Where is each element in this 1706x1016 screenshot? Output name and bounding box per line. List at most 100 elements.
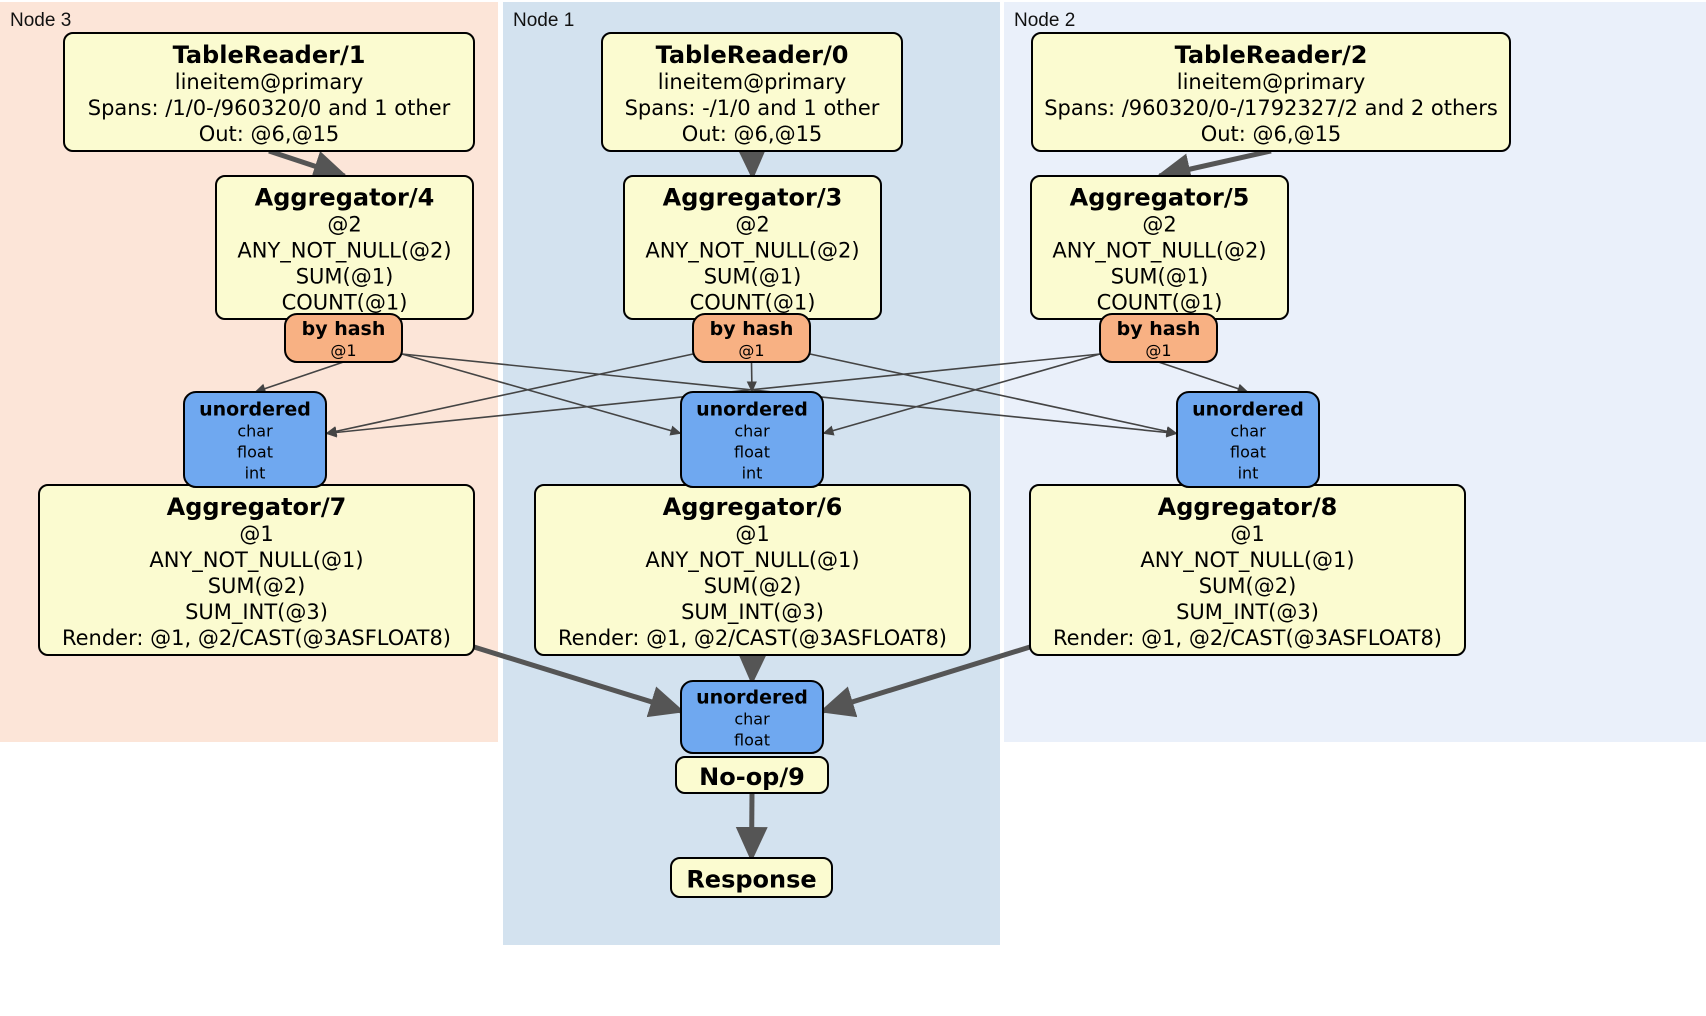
node-byhash3[interactable]: by hash@1 (692, 313, 811, 363)
node-title-response: Response (686, 866, 816, 894)
edge-byhash5-to-unordered6 (822, 353, 1101, 436)
edge-byhash3-to-unordered6 (746, 361, 757, 393)
node-title-tablereader0: TableReader/0 (656, 41, 849, 69)
node-title-aggregator5: Aggregator/5 (1070, 184, 1250, 212)
node-line-unordered6-0: char (734, 422, 770, 441)
node-line-unordered6-1: float (734, 443, 770, 462)
node-line-tablereader1-0: lineitem@primary (175, 70, 364, 94)
panel-label-node2: Node 2 (1014, 10, 1075, 31)
node-box-unordered8[interactable] (1176, 391, 1320, 488)
node-box-tablereader2[interactable] (1031, 32, 1511, 152)
node-title-unordered9: unordered (696, 687, 808, 709)
edge-byhash3-to-unordered7 (325, 353, 694, 437)
node-line-unordered7-2: int (245, 464, 266, 483)
node-line-aggregator7-2: SUM(@2) (208, 574, 306, 598)
node-line-tablereader2-0: lineitem@primary (1177, 70, 1366, 94)
node-line-aggregator6-0: @1 (735, 522, 769, 546)
node-title-byhash5: by hash (1117, 318, 1201, 340)
node-noop9[interactable]: No-op/9 (675, 756, 829, 794)
edge-tablereader1-to-aggregator4 (268, 148, 349, 182)
node-aggregator6[interactable]: Aggregator/6@1ANY_NOT_NULL(@1)SUM(@2)SUM… (534, 484, 971, 656)
node-line-byhash4-0: @1 (330, 341, 356, 360)
node-response[interactable]: Response (670, 857, 833, 898)
node-line-tablereader0-1: Spans: -/1/0 and 1 other (625, 96, 880, 120)
node-box-tablereader1[interactable] (63, 32, 475, 152)
node-aggregator7[interactable]: Aggregator/7@1ANY_NOT_NULL(@1)SUM(@2)SUM… (38, 484, 475, 656)
node-line-tablereader1-1: Spans: /1/0-/960320/0 and 1 other (88, 96, 451, 120)
node-byhash4[interactable]: by hash@1 (284, 313, 403, 363)
edge-byhash5-to-unordered8 (1158, 361, 1249, 394)
edge-aggregator7-to-unordered9 (473, 644, 685, 718)
node-line-aggregator8-0: @1 (1230, 522, 1264, 546)
edge-byhash4-to-unordered6 (401, 353, 682, 436)
node-line-aggregator4-1: ANY_NOT_NULL(@2) (237, 239, 451, 264)
node-title-unordered6: unordered (696, 399, 808, 421)
node-line-byhash3-0: @1 (738, 341, 764, 360)
node-box-tablereader0[interactable] (601, 32, 903, 152)
node-line-tablereader2-1: Spans: /960320/0-/1792327/2 and 2 others (1044, 96, 1498, 120)
edge-aggregator6-to-unordered9 (736, 649, 769, 685)
edge-tablereader0-to-aggregator3 (735, 144, 768, 180)
node-line-aggregator7-4: Render: @1, @2/CAST(@3ASFLOAT8) (62, 626, 451, 650)
node-line-aggregator7-0: @1 (239, 522, 273, 546)
node-line-aggregator6-3: SUM_INT(@3) (681, 600, 824, 625)
node-title-aggregator3: Aggregator/3 (663, 184, 843, 212)
edge-byhash3-to-unordered8 (809, 353, 1178, 437)
node-line-aggregator4-3: COUNT(@1) (282, 291, 408, 315)
node-line-aggregator7-3: SUM_INT(@3) (185, 600, 328, 625)
edges-layer (254, 144, 1272, 862)
node-line-aggregator7-1: ANY_NOT_NULL(@1) (149, 548, 363, 573)
node-line-unordered9-0: char (734, 710, 770, 729)
node-line-aggregator4-0: @2 (327, 213, 361, 237)
node-line-aggregator8-4: Render: @1, @2/CAST(@3ASFLOAT8) (1053, 626, 1442, 650)
node-line-aggregator3-3: COUNT(@1) (690, 291, 816, 315)
panel-label-node1: Node 1 (513, 10, 574, 31)
node-title-unordered8: unordered (1192, 399, 1304, 421)
node-title-aggregator7: Aggregator/7 (167, 493, 347, 521)
node-line-tablereader0-0: lineitem@primary (658, 70, 847, 94)
node-line-tablereader1-2: Out: @6,@15 (199, 122, 340, 146)
node-line-unordered6-2: int (742, 464, 763, 483)
node-box-byhash4[interactable] (284, 313, 403, 363)
node-box-byhash3[interactable] (692, 313, 811, 363)
node-line-aggregator6-2: SUM(@2) (704, 574, 802, 598)
node-box-unordered7[interactable] (183, 391, 327, 488)
node-aggregator5[interactable]: Aggregator/5@2ANY_NOT_NULL(@2)SUM(@1)COU… (1030, 175, 1289, 320)
node-line-aggregator6-1: ANY_NOT_NULL(@1) (645, 548, 859, 573)
node-aggregator4[interactable]: Aggregator/4@2ANY_NOT_NULL(@2)SUM(@1)COU… (215, 175, 474, 320)
edge-noop9-to-response (735, 792, 768, 862)
panel-label-node3: Node 3 (10, 10, 71, 31)
node-line-unordered8-0: char (1230, 422, 1266, 441)
node-title-unordered7: unordered (199, 399, 311, 421)
node-line-aggregator5-1: ANY_NOT_NULL(@2) (1052, 239, 1266, 264)
node-title-byhash4: by hash (302, 318, 386, 340)
node-line-unordered7-0: char (237, 422, 273, 441)
node-line-unordered8-1: float (1230, 443, 1266, 462)
node-aggregator3[interactable]: Aggregator/3@2ANY_NOT_NULL(@2)SUM(@1)COU… (623, 175, 882, 320)
node-line-aggregator8-1: ANY_NOT_NULL(@1) (1140, 548, 1354, 573)
node-box-byhash5[interactable] (1099, 313, 1218, 363)
node-aggregator8[interactable]: Aggregator/8@1ANY_NOT_NULL(@1)SUM(@2)SUM… (1029, 484, 1466, 656)
node-box-unordered6[interactable] (680, 391, 824, 488)
node-line-aggregator5-0: @2 (1142, 213, 1176, 237)
node-title-noop9: No-op/9 (699, 763, 805, 791)
edge-byhash4-to-unordered7 (254, 361, 344, 394)
node-box-response[interactable] (670, 857, 833, 898)
edge-tablereader2-to-aggregator5 (1155, 148, 1272, 185)
node-box-unordered9[interactable] (680, 680, 824, 754)
node-line-unordered9-1: float (734, 731, 770, 750)
node-byhash5[interactable]: by hash@1 (1099, 313, 1218, 363)
node-title-aggregator8: Aggregator/8 (1158, 493, 1338, 521)
node-line-aggregator8-2: SUM(@2) (1199, 574, 1297, 598)
node-box-noop9[interactable] (675, 756, 829, 794)
